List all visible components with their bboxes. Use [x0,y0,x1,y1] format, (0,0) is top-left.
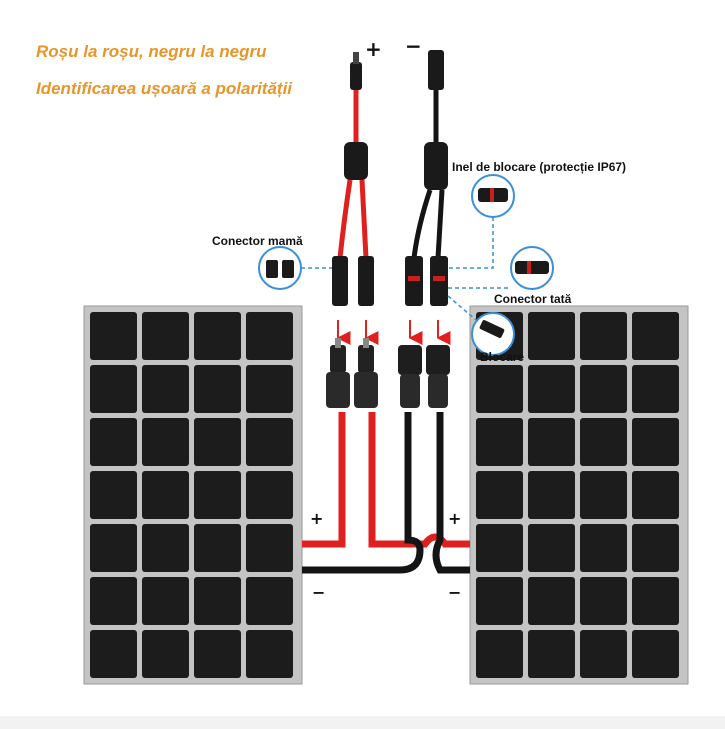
label-male-connector: Conector tată [494,292,572,306]
bottom-strip [0,716,725,729]
solar-cell [246,577,293,625]
top-minus-sign: − [405,34,422,58]
solar-cell [632,312,679,360]
solar-cell [580,630,627,678]
solar-cell [194,312,241,360]
right-solar-panel [469,305,689,685]
solar-cell [246,630,293,678]
solar-cell [194,524,241,572]
solar-cell [580,524,627,572]
panel-connectors [326,338,450,408]
y-branch-negative [405,50,448,306]
solar-cell [142,312,189,360]
solar-cell [528,577,575,625]
solar-cell [580,577,627,625]
callout-male-connector [448,246,554,290]
mc4-female-connector-icon [398,345,422,408]
solar-cell [476,524,523,572]
panel-output-cables [302,412,470,574]
callout-female-connector [258,246,332,290]
solar-cell [580,418,627,466]
solar-cell [142,418,189,466]
solar-cell [528,365,575,413]
solar-cell [246,471,293,519]
solar-cell [246,365,293,413]
solar-cell [476,418,523,466]
solar-cell [632,577,679,625]
left-panel-plus-sign: + [310,509,324,528]
solar-cell [142,365,189,413]
solar-cell [142,524,189,572]
solar-cell [580,471,627,519]
solar-cell [528,471,575,519]
solar-cell [528,312,575,360]
solar-cell [246,524,293,572]
solar-cell [194,577,241,625]
solar-cell [528,524,575,572]
solar-cell [194,418,241,466]
solar-cell [194,365,241,413]
top-plus-sign: + [365,37,382,61]
solar-cell [632,418,679,466]
solar-cell [632,524,679,572]
solar-cell [90,365,137,413]
solar-cell [580,365,627,413]
solar-cell [632,630,679,678]
right-panel-positive-cable [368,412,470,548]
insertion-arrows [336,320,451,345]
solar-cell [90,524,137,572]
callout-locking-ring [448,174,515,269]
right-panel-plus-sign: + [448,509,462,528]
solar-cell [476,365,523,413]
left-panel-minus-sign: − [312,583,326,602]
left-solar-panel [83,305,303,685]
left-panel-positive-cable [302,412,346,548]
right-panel-negative-cable [432,412,470,574]
solar-cell [528,630,575,678]
solar-cell [194,471,241,519]
label-female-connector: Conector mamă [212,234,303,248]
headline-line-2: Identificarea ușoară a polarității [36,79,293,98]
solar-cell [246,418,293,466]
solar-cell [90,471,137,519]
solar-cell [90,312,137,360]
mc4-male-connector-icon [354,338,378,408]
solar-cell [142,630,189,678]
mc4-female-connector-icon [426,345,450,408]
solar-cell [528,418,575,466]
solar-cell [580,312,627,360]
solar-cell [142,471,189,519]
label-locking-ring: Inel de blocare (protecție IP67) [452,160,627,174]
label-lock: Blocare [480,350,525,364]
solar-cell [90,630,137,678]
solar-cell [476,630,523,678]
solar-cell [90,418,137,466]
solar-cell [632,471,679,519]
left-panel-negative-cable [302,412,424,574]
right-panel-minus-sign: − [448,583,462,602]
solar-cell [90,577,137,625]
solar-cell [142,577,189,625]
headline-line-1: Roșu la roșu, negru la negru [36,42,267,61]
solar-cell [476,577,523,625]
y-branch-positive [332,52,374,306]
solar-cell [246,312,293,360]
solar-cell [476,471,523,519]
solar-cell [632,365,679,413]
solar-cell [194,630,241,678]
callout-lock [447,295,515,356]
mc4-male-connector-icon [326,338,350,408]
